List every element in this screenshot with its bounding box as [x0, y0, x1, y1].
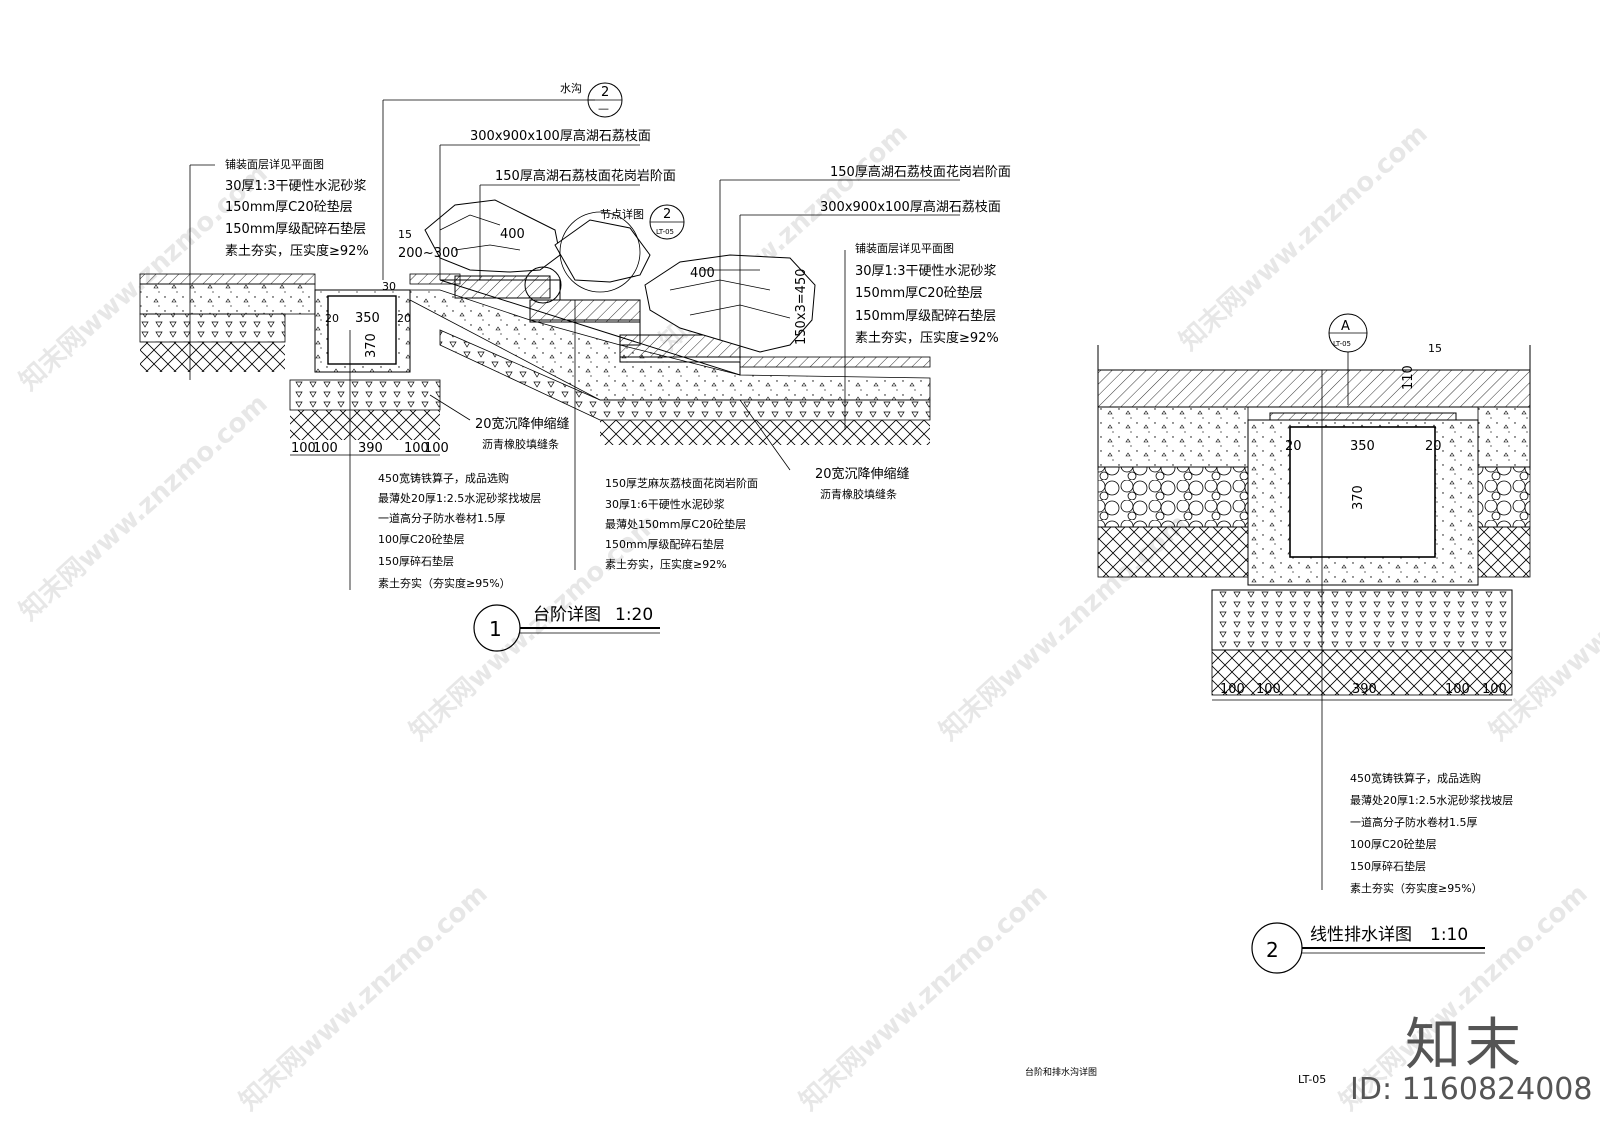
dim-label: 30: [382, 280, 396, 293]
detail-title: 线性排水详图: [1310, 925, 1412, 945]
dim-label: 390: [358, 441, 383, 456]
layer-label: 一道高分子防水卷材1.5厚: [378, 511, 506, 525]
detail-2-linear-drain: [1097, 313, 1531, 974]
drain-callout-sheet: —: [598, 102, 609, 115]
layer-label: 450宽铸铁算子，成品选购: [1350, 771, 1481, 785]
callout-letter: A: [1341, 319, 1350, 334]
layer-label: 一道高分子防水卷材1.5厚: [1350, 815, 1478, 829]
dim-label: 20: [1285, 439, 1302, 454]
layer-label: 150厚碎石垫层: [378, 554, 454, 568]
layer-label: 100厚C20砼垫层: [1350, 837, 1437, 851]
layer-label: 铺装面层详见平面图: [855, 241, 954, 255]
node-detail-sheet: LT-05: [656, 228, 674, 236]
dim-label: 370: [1351, 485, 1366, 510]
layer-label: 铺装面层详见平面图: [225, 157, 324, 171]
dim-label: 15: [398, 228, 412, 241]
callout-label: 150厚高湖石荔枝面花岗岩阶面: [830, 164, 1011, 180]
layer-label: 150mm厚C20砼垫层: [225, 199, 353, 215]
id-label: ID: 1160824008: [1350, 1072, 1593, 1107]
dim-label: 100: [404, 441, 429, 456]
detail-number: 2: [1266, 938, 1279, 962]
detail-number: 1: [489, 617, 502, 641]
joint-label: 20宽沉降伸缩缝: [475, 416, 570, 432]
layer-label: 100厚C20砼垫层: [378, 532, 465, 546]
dim-label: 110: [1401, 365, 1416, 390]
detail-scale: 1:10: [1430, 925, 1468, 945]
layer-label: 150厚芝麻灰荔枝面花岗岩阶面: [605, 476, 758, 490]
callout-label: 150厚高湖石荔枝面花岗岩阶面: [495, 168, 676, 184]
dim-label: 20: [397, 312, 411, 325]
dim-label: 100: [1256, 682, 1281, 697]
dim-label: 400: [690, 266, 715, 281]
dim-label: 100: [291, 441, 316, 456]
drain-callout-num: 2: [601, 85, 609, 100]
dim-label: 15: [1428, 342, 1442, 355]
detail-title: 台阶详图: [533, 605, 601, 625]
layer-label: 150mm厚C20砼垫层: [855, 285, 983, 301]
dim-label: 370: [364, 333, 379, 358]
layer-label: 150厚碎石垫层: [1350, 859, 1426, 873]
layer-label: 素土夯实（夯实度≥95%）: [378, 576, 511, 590]
detail-scale: 1:20: [615, 605, 653, 625]
joint-sub: 沥青橡胶填缝条: [482, 437, 559, 451]
layer-label: 素土夯实，压实度≥92%: [855, 330, 999, 346]
dim-label: 20: [1425, 439, 1442, 454]
node-detail-num: 2: [663, 207, 671, 222]
sheet-title: 台阶和排水沟详图: [1025, 1066, 1097, 1078]
layer-label: 30厚1:3干硬性水泥砂浆: [855, 264, 996, 279]
layer-label: 最薄处20厚1:2.5水泥砂浆找坡层: [1350, 793, 1513, 807]
brand-logo: 知末: [1405, 1013, 1525, 1078]
layer-label: 450宽铸铁算子，成品选购: [378, 471, 509, 485]
joint-sub: 沥青橡胶填缝条: [820, 487, 897, 501]
dim-label: 400: [500, 227, 525, 242]
dim-label: 100: [1445, 682, 1470, 697]
node-detail-label: 节点详图: [600, 207, 644, 221]
dim-label: 100: [424, 441, 449, 456]
dim-label: 100: [313, 441, 338, 456]
layer-label: 最薄处150mm厚C20砼垫层: [605, 517, 746, 531]
layer-label: 30厚1:3干硬性水泥砂浆: [225, 179, 366, 194]
layer-label: 素土夯实，压实度≥92%: [605, 557, 727, 571]
layer-label: 150mm厚级配碎石垫层: [605, 537, 724, 551]
layer-label: 最薄处20厚1:2.5水泥砂浆找坡层: [378, 491, 541, 505]
layer-label: 150mm厚级配碎石垫层: [225, 221, 366, 237]
layer-label: 素土夯实（夯实度≥95%）: [1350, 881, 1483, 895]
layer-label: 150mm厚级配碎石垫层: [855, 308, 996, 324]
layer-label: 30厚1:6干硬性水泥砂浆: [605, 497, 725, 511]
dim-label: 390: [1352, 682, 1377, 697]
layer-label: 素土夯实，压实度≥92%: [225, 243, 369, 259]
dim-label: 100: [1220, 682, 1245, 697]
joint-label: 20宽沉降伸缩缝: [815, 466, 910, 482]
dim-label: 20: [325, 312, 339, 325]
dim-label: 100: [1482, 682, 1507, 697]
dim-label: 350: [1350, 439, 1375, 454]
callout-label: 300x900x100厚高湖石荔枝面: [470, 128, 651, 144]
dim-label: 200~300: [398, 246, 459, 261]
dim-label: 350: [355, 311, 380, 326]
callout-label: 300x900x100厚高湖石荔枝面: [820, 199, 1001, 215]
callout-sheet: LT-05: [1333, 340, 1351, 348]
drain-callout-label: 水沟: [560, 82, 582, 95]
sheet-number: LT-05: [1298, 1073, 1326, 1086]
dim-label: 150x3=450: [794, 269, 809, 345]
detail-1-step: [139, 82, 960, 652]
